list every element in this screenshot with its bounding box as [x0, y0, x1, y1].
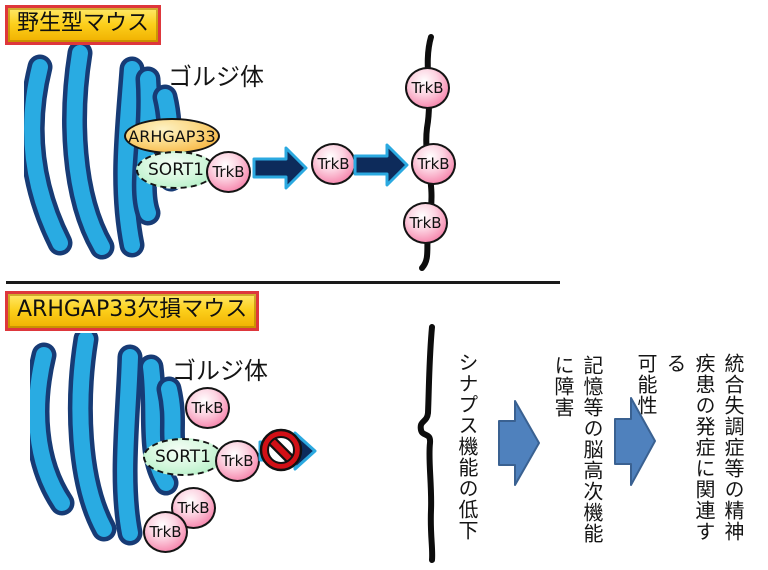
- sort1-protein-mutant: SORT1: [143, 438, 223, 476]
- trkb-receptor-membrane-2: TrkB: [411, 143, 456, 185]
- causal-arrow-2: [614, 397, 656, 486]
- section-divider: [6, 281, 560, 284]
- golgi-apparatus-mutant: [30, 333, 186, 546]
- transport-arrow-2: [353, 143, 409, 187]
- prohibition-icon: [259, 428, 303, 472]
- memory-impairment-line-1: 記憶等の脳高次機能: [580, 355, 604, 544]
- psychiatric-disease-line-2: 疾患の発症に関連する: [663, 353, 716, 542]
- synapse-dysfunction-text: シナプス機能の低下: [455, 352, 479, 541]
- psychiatric-disease-line-3: 可能性: [634, 353, 658, 416]
- memory-impairment-text: 記憶等の脳高次機能 に障害: [546, 355, 606, 555]
- trkb-receptor-membrane-3: TrkB: [403, 202, 448, 244]
- trkb-receptor-transit: TrkB: [311, 143, 356, 185]
- trkb-receptor-retained-4: TrkB: [143, 511, 188, 553]
- causal-arrow-1: [498, 400, 540, 486]
- arhgap33-protein: ARHGAP33: [124, 118, 220, 154]
- psychiatric-disease-text: 統合失調症等の精神 疾患の発症に関連する 可能性: [634, 353, 747, 561]
- trkb-receptor-retained-2: TrkB: [215, 440, 260, 482]
- mutant-title: ARHGAP33欠損マウス: [5, 291, 260, 331]
- wild-type-title: 野生型マウス: [5, 5, 162, 45]
- psychiatric-disease-line-1: 統合失調症等の精神: [721, 353, 745, 542]
- golgi-label-mutant: ゴルジ体: [172, 357, 268, 385]
- sort1-protein: SORT1: [136, 151, 216, 189]
- memory-impairment-line-2: に障害: [551, 355, 575, 418]
- trkb-receptor-cargo: TrkB: [206, 151, 251, 193]
- golgi-label-wild-type: ゴルジ体: [168, 63, 264, 91]
- trkb-receptor-membrane-1: TrkB: [405, 67, 450, 109]
- trkb-receptor-retained-1: TrkB: [185, 387, 230, 429]
- cell-membrane-mutant: [417, 324, 436, 563]
- transport-arrow-1: [252, 146, 308, 190]
